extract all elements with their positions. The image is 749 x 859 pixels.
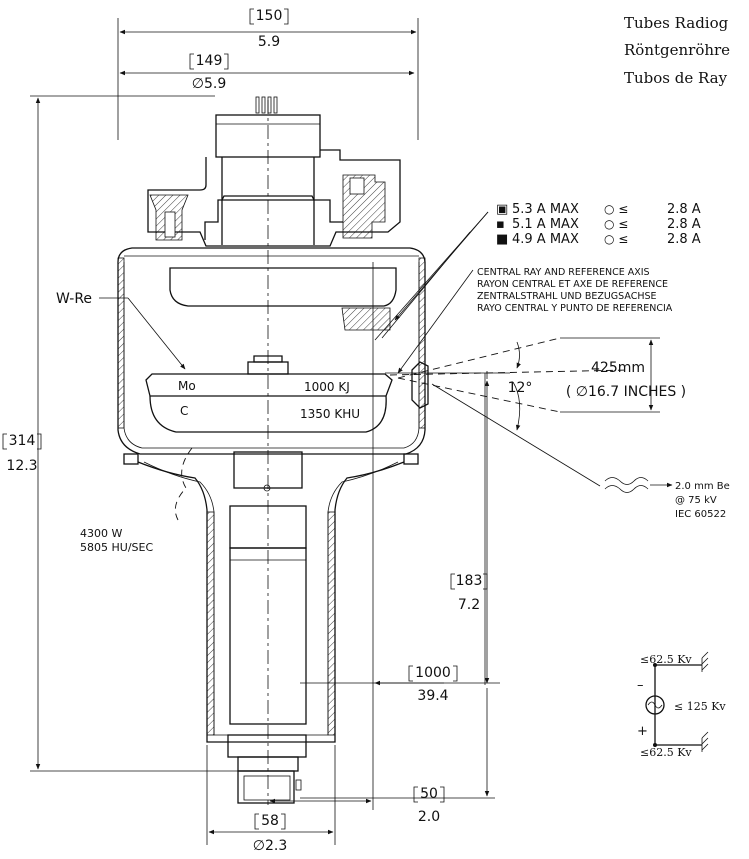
dim-overall-width (117, 18, 419, 140)
svg-text:○ ≤: ○ ≤ (604, 217, 628, 231)
overall-width-mm: 150 (256, 8, 283, 24)
dim-brackets (2, 8, 488, 830)
body-diameter-mm: 149 (196, 53, 223, 69)
dim-offset (269, 262, 374, 810)
focal-text-1: 5.3 A MAX (512, 202, 579, 217)
neck-diameter-mm: 58 (261, 813, 279, 829)
circuit-bottom: ≤62.5 Kv (640, 746, 692, 759)
central-ray-es: RAYO CENTRAL Y PUNTO DE REFERENCIA (477, 303, 673, 314)
tube-body (117, 96, 429, 804)
title-es: Tubos de Ray (624, 69, 728, 87)
anode-c: C (180, 404, 188, 418)
anode-heat: 1350 KHU (300, 407, 360, 421)
ac-source-icon (645, 695, 665, 715)
overall-width-in: 5.9 (258, 34, 280, 50)
dim-neck-diameter (206, 745, 336, 845)
connector-pins (255, 96, 278, 114)
cable-clearance-mm: 1000 (415, 665, 451, 681)
anode-mo: Mo (178, 379, 196, 393)
offset-in: 2.0 (418, 809, 440, 825)
focal-limit-3: 2.8 A (667, 232, 701, 247)
circuit-top: ≤62.5 Kv (640, 653, 692, 666)
field-size-mm: 425mm (591, 360, 645, 376)
central-ray-de: ZENTRALSTRAHL UND BEZUGSACHSE (477, 291, 657, 302)
overall-length-in: 12.3 (6, 458, 37, 474)
dim-overall-length (30, 95, 240, 772)
cable-clearance-in: 39.4 (417, 688, 448, 704)
central-ray-fr: RAYON CENTRAL ET AXE DE REFERENCE (477, 279, 668, 290)
focal-limit-1: 2.8 A (667, 202, 701, 217)
title-en: Tubes Radiog (624, 14, 729, 32)
target-material: W-Re (56, 291, 92, 307)
filtration-be: 2.0 mm Be (675, 481, 730, 492)
body-diameter-in: ∅5.9 (192, 76, 226, 92)
focal-spot-legend: ▣ 5.3 A MAX ○ ≤ 2.8 A ▪ 5.1 A MAX ○ ≤ 2.… (496, 202, 701, 247)
filtration-kv: @ 75 kV (675, 495, 717, 506)
anode-storage: 1000 KJ (304, 380, 350, 394)
central-ray (99, 211, 673, 799)
neck-diameter-in: ∅2.3 (253, 838, 287, 854)
svg-text:○ ≤: ○ ≤ (604, 232, 628, 246)
circuit-center: ≤ 125 Kv (674, 700, 726, 713)
focal-text-3: 4.9 A MAX (512, 232, 579, 247)
title-de: Röntgenröhre (624, 41, 730, 59)
central-ray-labels: CENTRAL RAY AND REFERENCE AXIS RAYON CEN… (477, 267, 673, 314)
focal-symbol-1: ▣ (496, 202, 508, 217)
hv-circuit (645, 651, 709, 752)
focal-to-base-in: 7.2 (458, 597, 480, 613)
focal-text-2: 5.1 A MAX (512, 217, 579, 232)
svg-text:○ ≤: ○ ≤ (604, 202, 628, 216)
circuit-plus: + (637, 724, 648, 739)
circuit-minus: – (637, 678, 644, 693)
anode-angle: 12° (508, 380, 533, 396)
overall-length-mm: 314 (9, 433, 36, 449)
focal-symbol-2: ▪ (496, 217, 505, 232)
field-size-in: ( ∅16.7 INCHES ) (566, 384, 686, 400)
housing-cooling: 5805 HU/SEC (80, 541, 153, 554)
focal-to-base-mm: 183 (456, 573, 483, 589)
focal-symbol-3: ■ (496, 232, 508, 247)
central-ray-en: CENTRAL RAY AND REFERENCE AXIS (477, 267, 650, 278)
focal-limit-2: 2.8 A (667, 217, 701, 232)
housing-power: 4300 W (80, 527, 122, 540)
filtration-std: IEC 60522 (675, 509, 726, 520)
offset-mm: 50 (420, 786, 438, 802)
